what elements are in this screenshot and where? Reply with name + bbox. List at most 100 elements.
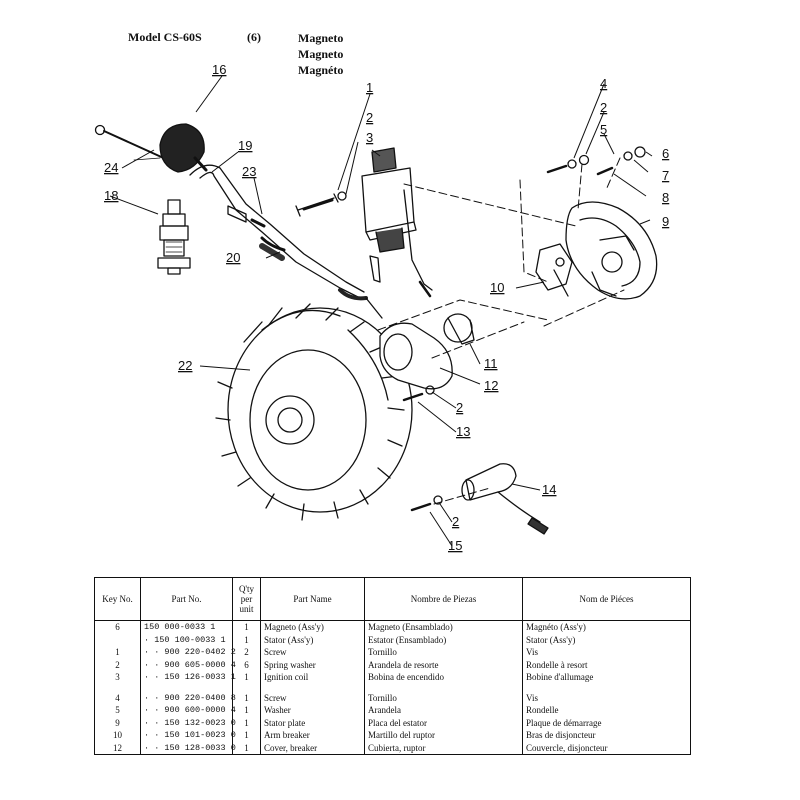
row-nombre: Cubierta, ruptor [364,741,523,755]
header-nombre: Nombre de Piezas [364,577,523,621]
part-breaker-cover [379,322,453,390]
part-stator-fasteners [546,146,646,176]
row-nombre [364,683,523,692]
row-part-no: · · 900 605-0000 4 [140,658,236,671]
callout-13: 13 [456,424,470,439]
part-condenser [461,463,549,535]
row-nombre: Martillo del ruptor [364,729,523,742]
row-part-name: Magneto (Ass'y) [260,620,365,634]
exploded-parts-diagram: 16 24 18 19 23 20 1 2 3 4 2 5 6 7 8 9 10… [94,62,669,553]
parts-table-header: Key No. Part No. Q'ty per unit Part Name… [94,577,691,621]
callout-19: 19 [238,138,252,153]
header-part-no: Part No. [140,577,233,621]
row-qty: 1 [232,716,261,729]
row-nom: Plaque de démarrage [522,716,691,729]
row-qty: 1 [232,633,261,646]
parts-table: Key No. Part No. Q'ty per unit Part Name… [94,577,691,755]
callout-2-d: 2 [452,514,459,529]
row-nom: Bras de disjoncteur [522,729,691,742]
part-bushing [443,313,475,345]
callout-2-c: 2 [456,400,463,415]
row-nom: Stator (Ass'y) [522,633,691,646]
row-key: 9 [94,716,141,729]
header-qty: Q'ty per unit [232,577,261,621]
callout-11: 11 [484,356,498,371]
row-qty: 1 [232,620,261,634]
callout-1: 1 [366,80,373,95]
row-nombre: Magneto (Ensamblado) [364,620,523,634]
callout-2-a: 2 [366,110,373,125]
row-nom: Rondelle [522,704,691,717]
row-key: 4 [94,691,141,704]
leader-lines [109,75,653,547]
row-part-no [140,683,233,692]
callout-8: 8 [662,190,669,205]
row-part-no: · · 900 220-0402 2 [140,646,236,659]
row-part-no: · · 150 132-0023 0 [140,716,236,729]
callout-15: 15 [448,538,462,553]
row-nombre: Arandela de resorte [364,658,523,671]
row-part-name: Washer [260,704,365,717]
callout-22: 22 [178,358,192,373]
callout-12: 12 [484,378,498,393]
header-nom: Nom de Piéces [522,577,691,621]
row-key: 5 [94,704,141,717]
model-label: Model CS-60S [128,30,202,44]
callout-16: 16 [212,62,226,77]
header-key-no: Key No. [94,577,141,621]
row-part-name: Spring washer [260,658,365,671]
callout-23: 23 [242,164,256,179]
row-key: 1 [94,646,141,659]
part-ground-wire [94,124,169,161]
row-qty [232,683,261,692]
row-qty: 1 [232,729,261,742]
part-stator-plate [565,201,658,300]
row-part-no: · · 900 600-0000 4 [140,704,236,717]
callout-14: 14 [542,482,556,497]
assembly-lines [377,157,625,505]
table-row [94,683,691,692]
section-number: (6) [247,30,261,44]
title-english: Magneto [298,31,344,45]
row-part-no: · · 150 126-0033 1 [140,671,236,684]
callout-18: 18 [104,188,118,203]
callout-9: 9 [662,214,669,229]
row-part-no: 150 000-0033 1 [140,620,233,634]
row-part-no: · 150 100-0033 1 [140,633,233,646]
row-part-name: Stator plate [260,716,365,729]
part-coil-screw [295,191,347,217]
callout-3: 3 [366,130,373,145]
row-nom: Rondelle à resort [522,658,691,671]
part-flywheel [215,303,413,521]
row-nombre: Tornillo [364,691,523,704]
part-plug-cap [159,123,208,173]
title-spanish: Magneto [298,47,344,61]
row-nombre: Bobina de encendido [364,671,523,684]
row-key: 3 [94,671,141,684]
row-nombre: Estator (Ensamblado) [364,633,523,646]
row-key: 12 [94,741,141,755]
row-nombre: Arandela [364,704,523,717]
callout-numbers: 16 24 18 19 23 20 1 2 3 4 2 5 6 7 8 9 10… [104,62,669,553]
row-part-name [260,683,365,692]
section-titles: Magneto Magneto Magnéto [298,30,343,78]
row-key: 6 [94,620,141,634]
row-part-name: Cover, breaker [260,741,365,755]
callout-6: 6 [662,146,669,161]
row-part-no: · · 150 101-0023 0 [140,729,236,742]
row-nombre: Placa del estator [364,716,523,729]
callout-10: 10 [490,280,504,295]
row-qty: 1 [232,671,261,684]
row-nom: Vis [522,691,691,704]
row-nom [522,683,691,692]
row-qty: 1 [232,691,261,704]
row-qty: 1 [232,741,261,755]
row-qty: 1 [232,704,261,717]
